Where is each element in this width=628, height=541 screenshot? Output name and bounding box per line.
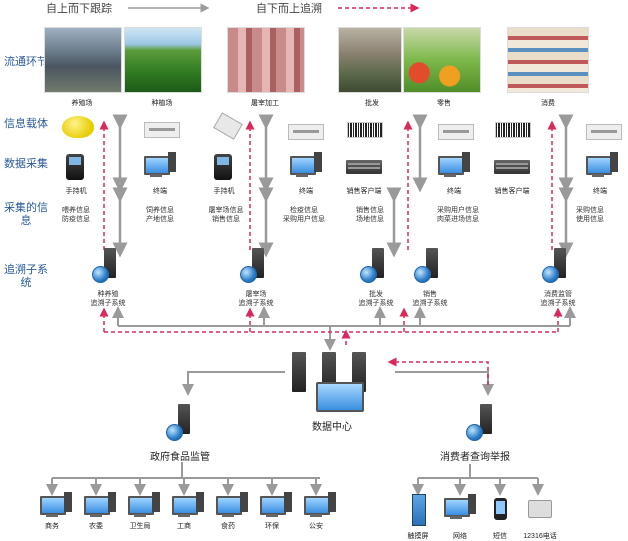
device-label-sales-client: 销售客户端 xyxy=(494,188,530,195)
device-label-sales-client: 销售客户端 xyxy=(346,188,382,195)
stage-label-slaughter: 屠宰加工 xyxy=(251,100,279,107)
collected-info: 销售信息场地信息 xyxy=(356,207,384,223)
stage-photo-supermarket xyxy=(507,27,589,93)
collected-info: 采购信息使用信息 xyxy=(576,207,604,223)
device-label-terminal: 终端 xyxy=(447,188,461,195)
stage-photo-produce xyxy=(403,27,481,93)
stage-label-wholesale: 批发 xyxy=(365,100,379,107)
barcode-icon xyxy=(347,122,383,138)
subsystem-label: 消费监管追溯子系统 xyxy=(540,291,576,307)
channel-label: 短信 xyxy=(493,533,507,540)
data-center-monitor-icon xyxy=(316,382,364,412)
globe-icon xyxy=(414,266,431,283)
row-label-collect: 数据采集 xyxy=(4,158,48,170)
data-center-server-icon xyxy=(292,352,306,392)
device-label-terminal: 终端 xyxy=(299,188,313,195)
subsystem-label: 屠宰场追溯子系统 xyxy=(238,291,274,307)
agency-label: 卫生局 xyxy=(129,523,151,530)
card-reader-icon xyxy=(438,124,474,140)
touchscreen-kiosk-icon xyxy=(412,494,426,526)
globe-icon xyxy=(92,266,109,283)
stage-photo-meat xyxy=(227,27,305,93)
sales-client-server-icon xyxy=(346,160,382,174)
agency-label: 食药 xyxy=(221,523,235,530)
collected-info: 检疫信息采购用户信息 xyxy=(283,207,325,223)
globe-icon xyxy=(360,266,377,283)
row-label-flow: 流通环节 xyxy=(4,56,48,68)
channel-label: 网络 xyxy=(453,533,467,540)
handheld-device-icon xyxy=(214,154,232,180)
collected-info: 喂养信息防疫信息 xyxy=(62,207,90,223)
data-center-label: 数据中心 xyxy=(312,422,352,433)
legend-backward-label: 自下而上追溯 xyxy=(256,3,322,15)
gov-label: 政府食品监管 xyxy=(150,452,210,463)
subsystem-label: 种养殖追溯子系统 xyxy=(90,291,126,307)
channel-label: 触摸屏 xyxy=(407,533,429,540)
agency-label: 商务 xyxy=(45,523,59,530)
stage-photo-livestock xyxy=(44,27,122,93)
stage-photo-wholesale xyxy=(338,27,402,93)
ear-tag-icon xyxy=(62,116,94,138)
card-reader-icon xyxy=(144,122,180,138)
row-label-subsystem: 追溯子系统 xyxy=(4,264,48,289)
stage-label-livestock: 养殖场 xyxy=(71,100,93,107)
card-reader-icon xyxy=(586,124,622,140)
row-label-carrier: 信息载体 xyxy=(4,118,48,130)
agency-label: 工商 xyxy=(177,523,191,530)
channel-label: 12316电话 xyxy=(523,533,557,540)
stage-label-retail: 零售 xyxy=(437,100,451,107)
device-label-handheld: 手持机 xyxy=(65,188,87,195)
collected-info: 饲养信息产地信息 xyxy=(146,207,174,223)
globe-icon xyxy=(542,266,559,283)
consumer-server-icon xyxy=(480,404,492,434)
globe-icon xyxy=(166,424,183,441)
legend-forward-label: 自上而下跟踪 xyxy=(46,3,112,15)
handheld-device-icon xyxy=(66,154,84,180)
globe-icon xyxy=(466,424,483,441)
collected-info: 屠宰场信息销售信息 xyxy=(208,207,244,223)
consumer-label: 消费者查询举报 xyxy=(440,452,510,463)
agency-label: 农委 xyxy=(89,523,103,530)
device-label-terminal: 终端 xyxy=(153,188,167,195)
telephone-icon xyxy=(528,500,552,518)
stage-label-consume: 消费 xyxy=(541,100,555,107)
collected-info: 采购用户信息肉菜进场信息 xyxy=(437,207,479,223)
barcode-icon xyxy=(495,122,531,138)
agency-label: 环保 xyxy=(265,523,279,530)
stage-photo-crops xyxy=(124,27,202,93)
subsystem-label: 批发追溯子系统 xyxy=(358,291,394,307)
stage-label-crops: 种植场 xyxy=(151,100,173,107)
device-label-handheld: 手持机 xyxy=(213,188,235,195)
subsystem-label: 销售追溯子系统 xyxy=(412,291,448,307)
card-reader-icon xyxy=(288,124,324,140)
globe-icon xyxy=(240,266,257,283)
mobile-phone-icon xyxy=(494,498,507,520)
row-label-info: 采集的信息 xyxy=(4,202,48,227)
agency-label: 公安 xyxy=(309,523,323,530)
device-label-terminal: 终端 xyxy=(593,188,607,195)
sales-client-server-icon xyxy=(494,160,530,174)
